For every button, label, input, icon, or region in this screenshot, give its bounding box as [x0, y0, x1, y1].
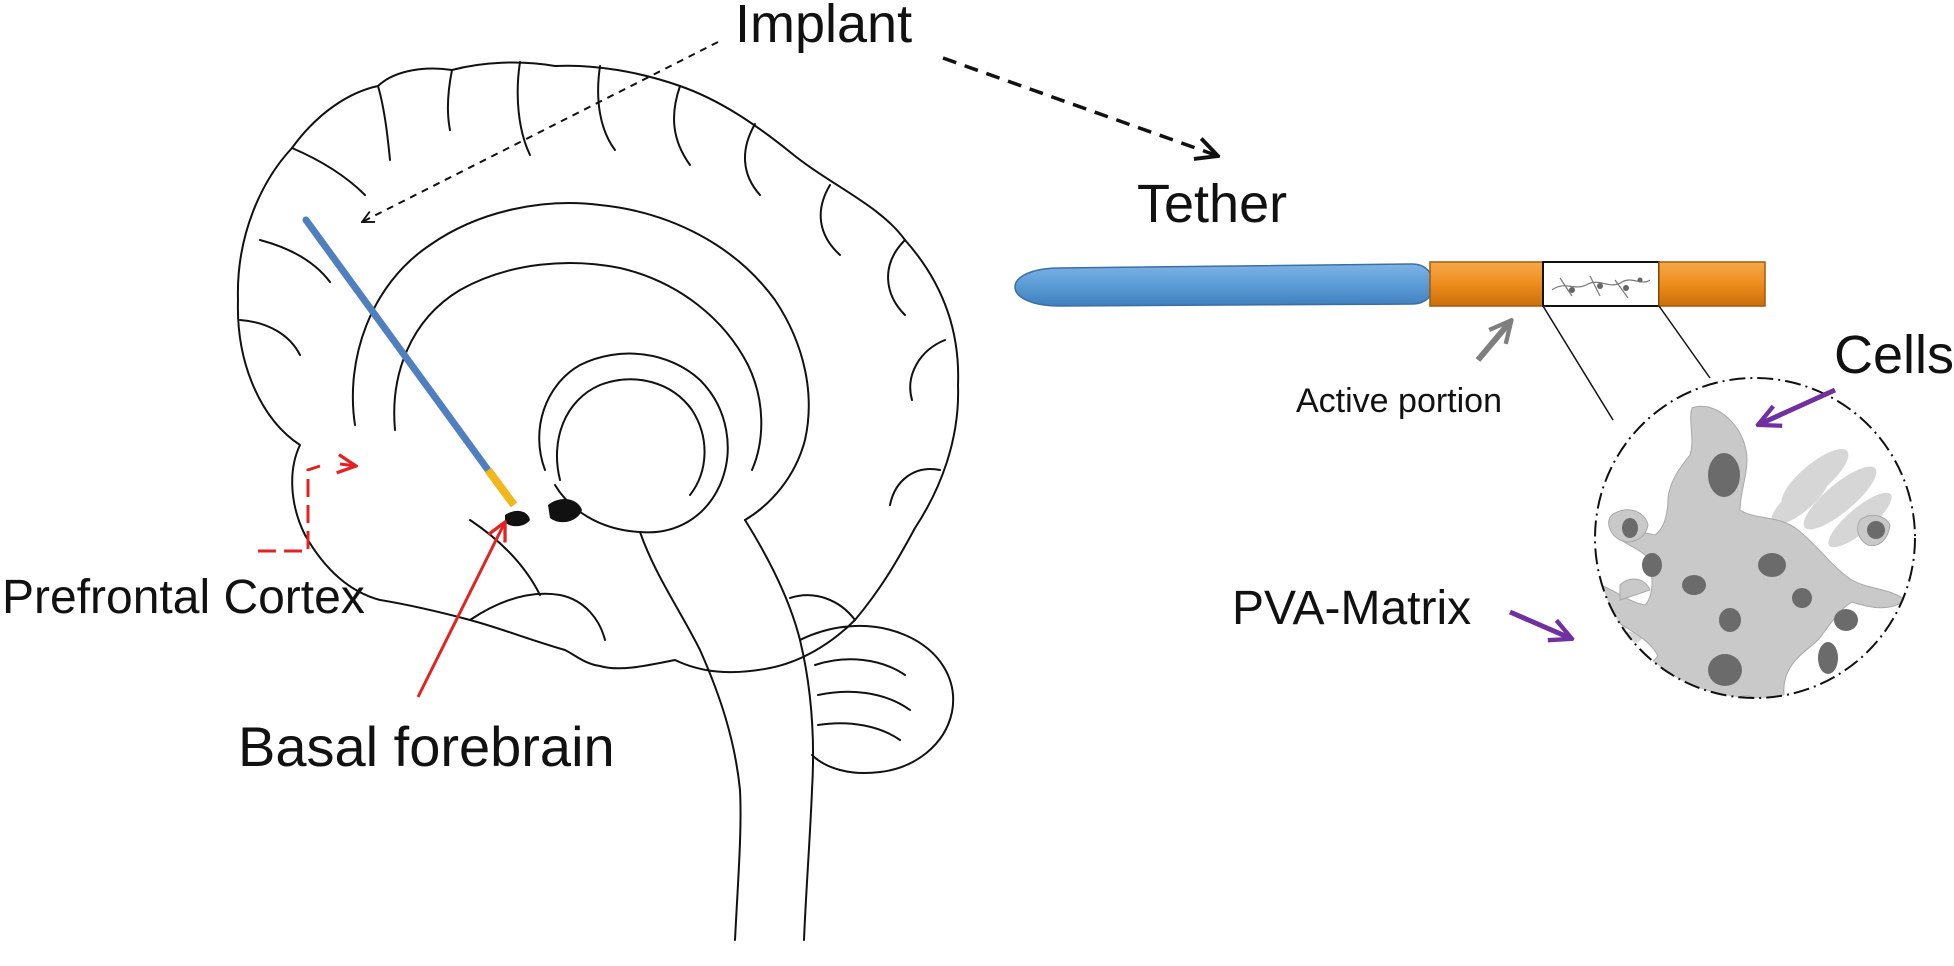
zoom-line-left [1542, 305, 1614, 421]
implant-arrow-to-brain [362, 41, 719, 222]
brain-outline [236, 61, 960, 941]
prefrontal-bracket [258, 464, 321, 553]
cells-arrow [1760, 387, 1837, 424]
prefrontal-bracket-arrow [340, 464, 356, 466]
label-basal-forebrain: Basal forebrain [238, 715, 615, 778]
label-tether: Tether [1137, 174, 1287, 234]
active-segment-left [1429, 261, 1544, 307]
label-cells: Cells [1834, 325, 1954, 385]
implant-tip [484, 467, 518, 508]
tether-body [1014, 263, 1435, 307]
zoom-circle [1594, 377, 1916, 699]
window-cell-texture [1551, 275, 1651, 299]
label-pva-matrix: PVA-Matrix [1232, 582, 1471, 635]
brain-dark-structure-2 [505, 510, 530, 527]
active-portion-arrow [1475, 322, 1510, 362]
zoom-line-right [1658, 305, 1711, 379]
implant-shaft [302, 216, 492, 474]
active-segment-right [1658, 261, 1766, 307]
tether-icon [1014, 261, 1766, 307]
label-active-portion: Active portion [1296, 382, 1502, 420]
label-prefrontal-cortex: Prefrontal Cortex [2, 571, 365, 624]
magnifier-icon [1594, 377, 1916, 699]
basal-forebrain-arrow [416, 522, 505, 698]
label-implant: Implant [735, 0, 912, 54]
pva-matrix-arrow [1509, 609, 1570, 638]
pva-matrix-smudges [1595, 448, 1892, 645]
implant-arrow-to-tether [942, 56, 1218, 156]
brain-dark-structure [548, 498, 582, 523]
